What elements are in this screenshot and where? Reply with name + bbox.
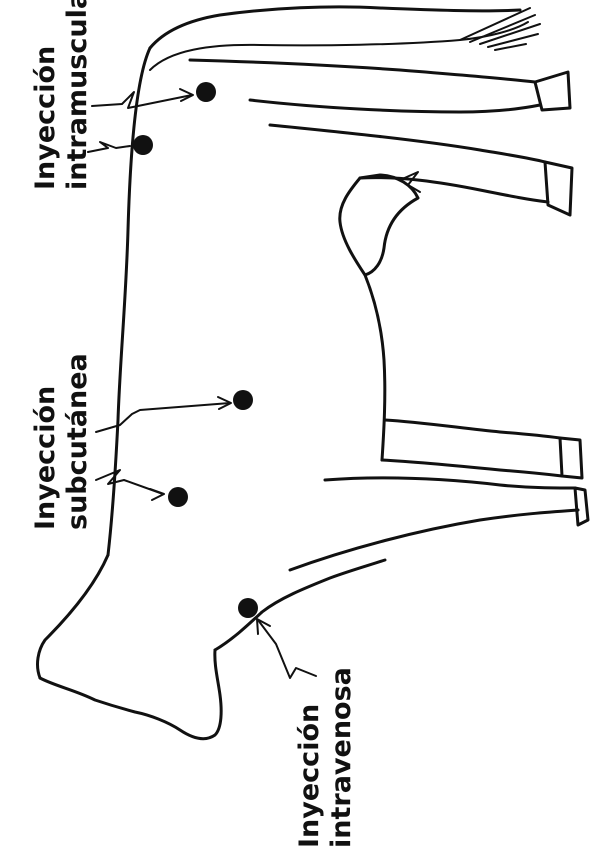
label-intravenosa: Inyección intravenosa — [294, 667, 357, 848]
cow-front-leg-2b — [290, 510, 578, 570]
cow-rear-leg-2 — [270, 125, 545, 162]
label-intramuscular-line1: Inyección — [30, 46, 61, 190]
cow-rear-leg-1b — [250, 100, 540, 112]
cow-tail — [150, 22, 528, 70]
label-intravenosa-line1: Inyección — [294, 704, 325, 848]
cow-belly — [365, 275, 385, 460]
label-subcutanea-line2: subcutánea — [62, 353, 93, 530]
cow-back-line — [108, 48, 150, 555]
cow-udder — [340, 175, 418, 275]
cow-head — [40, 650, 221, 739]
label-intramuscular-line2: intramuscular — [62, 0, 93, 190]
label-subcutanea-line1: Inyección — [30, 386, 61, 530]
cow-front-hoof-2 — [575, 488, 588, 525]
cow-rear-hoof-1 — [535, 72, 570, 110]
cow-tail-tuft — [460, 8, 540, 50]
arrow-intramuscular-2 — [88, 142, 130, 152]
cow-front-leg-1 — [385, 420, 560, 438]
arrow-intravenosa — [258, 620, 316, 678]
arrow-subcutanea-2-head — [150, 489, 164, 500]
cow-rump — [150, 7, 520, 48]
cow-rear-hoof-2 — [545, 162, 572, 215]
site-dot-intramuscular-1 — [196, 82, 216, 102]
label-intramuscular: Inyección intramuscular — [30, 0, 93, 190]
cow-front-hoof-1 — [560, 438, 582, 478]
arrow-subcutanea-1 — [96, 403, 230, 432]
cow-rear-leg-1 — [190, 60, 535, 82]
arrow-intramuscular-1 — [92, 92, 192, 108]
arrow-intramuscular-1-head — [180, 89, 193, 101]
pointer-arrows — [88, 89, 316, 678]
cow-outline — [38, 7, 588, 739]
site-dot-subcutanea-1 — [233, 390, 253, 410]
site-dot-intramuscular-2 — [133, 135, 153, 155]
cow-neck — [38, 555, 108, 678]
injection-sites — [133, 82, 258, 618]
cow-rear-leg-2b — [360, 178, 548, 202]
site-dot-intravenosa — [238, 598, 258, 618]
label-intravenosa-line2: intravenosa — [326, 667, 357, 848]
cow-front-leg-2 — [325, 478, 575, 488]
cow-front-leg-1b — [382, 460, 562, 476]
label-subcutanea: Inyección subcutánea — [30, 353, 93, 530]
site-dot-subcutanea-2 — [168, 487, 188, 507]
